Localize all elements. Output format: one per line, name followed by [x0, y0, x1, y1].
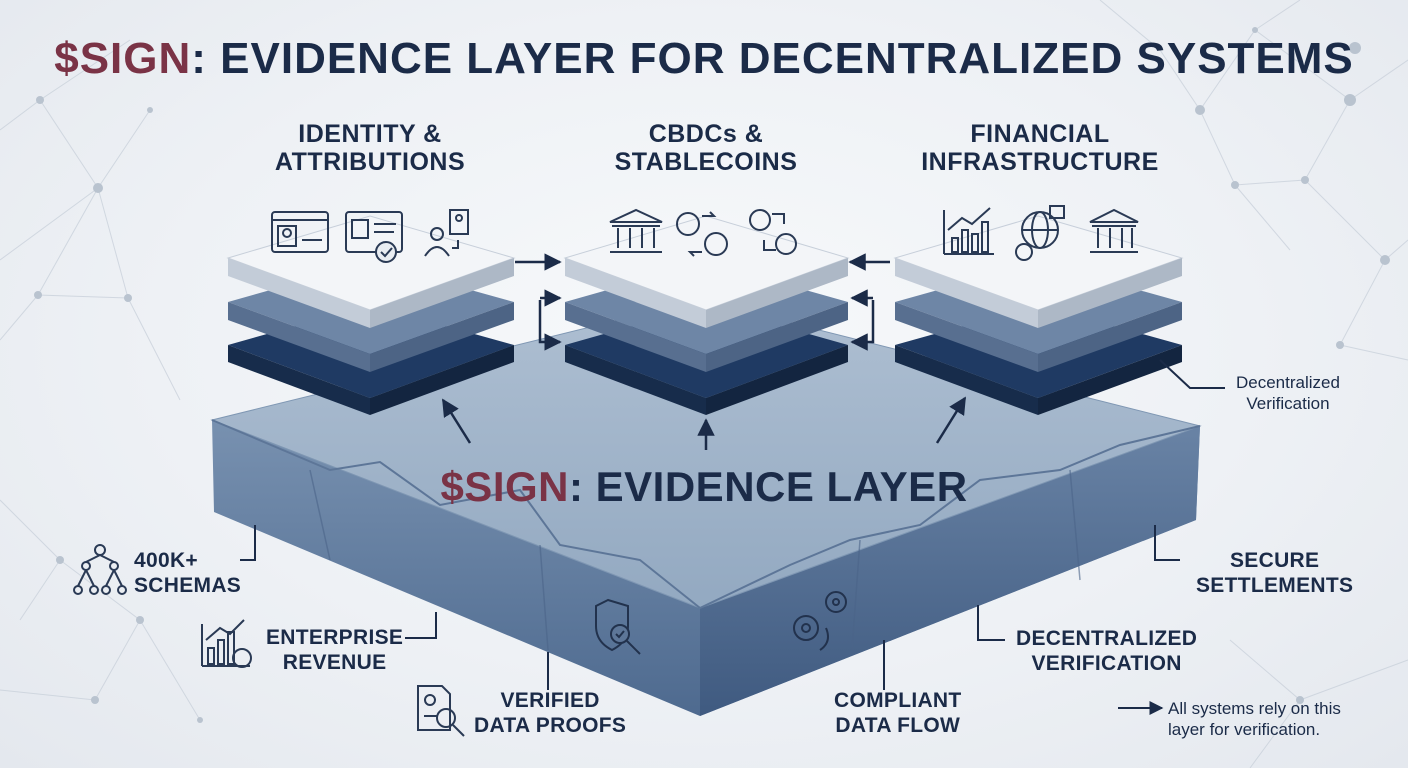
- callout-proofs: VERIFIED DATA PROOFS: [474, 688, 626, 738]
- callout-line: DATA FLOW: [835, 714, 961, 737]
- callout-line: DATA PROOFS: [474, 714, 627, 737]
- note-line: All systems rely on this: [1168, 699, 1341, 718]
- note-line: layer for verification.: [1168, 720, 1321, 739]
- currency-swap-icon: [749, 209, 797, 255]
- connector-arrows: [441, 253, 967, 450]
- id-card-icon: [271, 211, 329, 253]
- callout-revenue: ENTERPRISE REVENUE: [266, 625, 403, 675]
- stack-label-line: IDENTITY &: [298, 120, 442, 148]
- callout-line: VERIFICATION: [1031, 652, 1182, 675]
- gears-icon: [793, 591, 847, 651]
- stack-label-financial: FINANCIAL INFRASTRUCTURE: [900, 120, 1180, 176]
- stack-label-line: ATTRIBUTIONS: [274, 148, 466, 176]
- callout-verification: DECENTRALIZED VERIFICATION: [1016, 626, 1197, 676]
- note-line: Verification: [1246, 394, 1330, 413]
- note-line: Decentralized: [1236, 373, 1340, 392]
- revenue-chart-icon: [201, 619, 252, 668]
- stack-label-line: FINANCIAL: [970, 120, 1110, 148]
- callout-line: 400K+: [134, 549, 198, 572]
- hierarchy-icon: [73, 544, 127, 595]
- stack-cbdc: [563, 215, 850, 415]
- stack-label-identity: IDENTITY & ATTRIBUTIONS: [240, 120, 500, 176]
- legend-note: All systems rely on this layer for verif…: [1168, 698, 1341, 740]
- document-search-icon: [417, 685, 465, 737]
- callout-line: SETTLEMENTS: [1196, 574, 1354, 597]
- coin-exchange-icon: [676, 211, 728, 257]
- callout-leaders: [240, 359, 1225, 715]
- stack-label-cbdc: CBDCs & STABLECOINS: [576, 120, 836, 176]
- callout-line: SCHEMAS: [134, 574, 242, 597]
- callout-line: COMPLIANT: [834, 689, 962, 712]
- callout-line: VERIFIED: [500, 689, 600, 712]
- callout-line: REVENUE: [282, 651, 387, 674]
- stack-label-line: CBDCs &: [648, 120, 764, 148]
- stack-label-line: STABLECOINS: [614, 148, 798, 176]
- evidence-layer-label: $SIGN: EVIDENCE LAYER: [440, 463, 968, 510]
- growth-chart-icon: [943, 207, 994, 255]
- callout-schemas: 400K+ SCHEMAS: [134, 548, 241, 598]
- side-note: Decentralized Verification: [1236, 372, 1340, 414]
- bank-icon: [609, 208, 663, 253]
- stack-label-line: INFRASTRUCTURE: [921, 148, 1159, 176]
- background-nodes: [34, 27, 1390, 723]
- badge-check-icon: [345, 211, 403, 263]
- globe-icon: [1015, 205, 1065, 261]
- user-profile-icon: [424, 209, 469, 257]
- stack-identity: [226, 215, 516, 415]
- callout-line: DECENTRALIZED: [1016, 627, 1198, 650]
- callout-line: SECURE: [1229, 549, 1320, 572]
- callout-settlements: SECURE SETTLEMENTS: [1196, 548, 1353, 598]
- callout-flow: COMPLIANT DATA FLOW: [834, 688, 962, 738]
- shield-check-icon: [595, 598, 641, 655]
- institution-icon: [1089, 208, 1139, 253]
- callout-line: ENTERPRISE: [266, 626, 404, 649]
- page-title: $SIGN: EVIDENCE LAYER FOR DECENTRALIZED …: [54, 34, 1354, 83]
